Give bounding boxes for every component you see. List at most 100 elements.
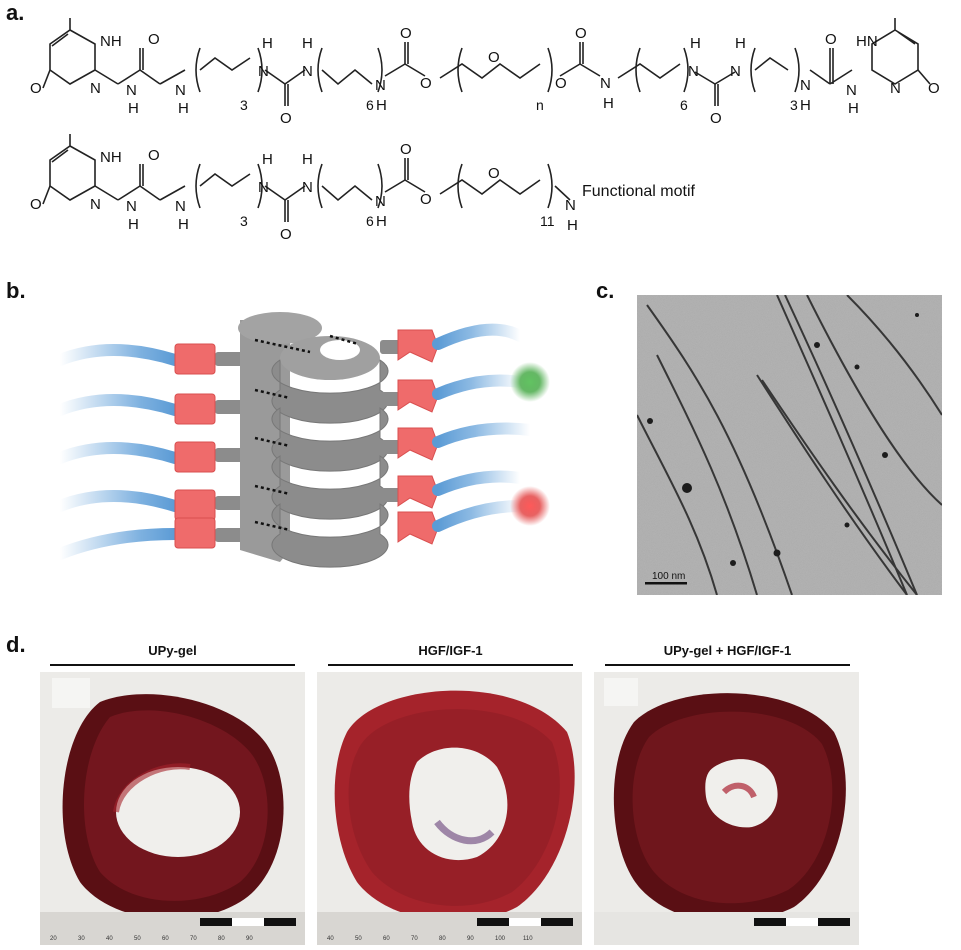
molecule-2-labels: O N NH O N H N H 3 H N O N H 6 H N O O O…: [30, 141, 695, 243]
molecule-1-labels: O N NH O N H N H 3 H N O N H 6 H N O O O…: [30, 25, 940, 127]
svg-text:110: 110: [523, 936, 533, 942]
heart-photo-upy-gel-hgf-igf1: [594, 672, 859, 945]
tem-scale-bar: [645, 582, 687, 585]
atom-label: O: [420, 75, 432, 92]
atom-label: N: [175, 82, 186, 99]
panel-label-b: b.: [6, 278, 26, 303]
svg-text:70: 70: [411, 936, 418, 942]
atom-label: H: [376, 97, 387, 114]
atom-label: N: [600, 75, 611, 92]
atom-label: O: [148, 147, 160, 164]
atom-label: H: [735, 35, 746, 52]
atom-label: O: [488, 49, 500, 66]
svg-text:80: 80: [218, 936, 225, 942]
svg-text:60: 60: [383, 936, 390, 942]
atom-label: N: [90, 196, 101, 213]
atom-label: O: [400, 25, 412, 42]
svg-text:30: 30: [78, 936, 85, 942]
atom-label: O: [488, 165, 500, 182]
tem-micrograph: [637, 295, 942, 595]
atom-label: H: [848, 100, 859, 117]
group-underline: [605, 664, 850, 666]
stacked-discs: [238, 312, 389, 568]
atom-label: H: [262, 151, 273, 168]
atom-label: H: [178, 100, 189, 117]
atom-label: O: [280, 110, 292, 127]
atom-label: H: [302, 35, 313, 52]
atom-label: H: [603, 95, 614, 112]
atom-label: H: [567, 217, 578, 234]
atom-label: O: [30, 80, 42, 97]
atom-label: H: [302, 151, 313, 168]
atom-label: O: [555, 75, 567, 92]
atom-label: H: [128, 216, 139, 233]
fibers: [637, 295, 942, 595]
atom-label: O: [710, 110, 722, 127]
svg-text:50: 50: [134, 936, 141, 942]
left-peg-chains: [54, 344, 181, 560]
subscript: 6: [366, 213, 374, 229]
functional-motif-label: Functional motif: [582, 183, 695, 200]
subscript: 3: [240, 97, 248, 113]
atom-label: N: [890, 80, 901, 97]
svg-text:90: 90: [246, 936, 253, 942]
right-upy-units: [397, 329, 439, 545]
atom-label: N: [302, 179, 313, 196]
atom-label: N: [302, 63, 313, 80]
atom-label: N: [846, 82, 857, 99]
atom-label: N: [565, 197, 576, 214]
svg-text:20: 20: [50, 936, 57, 942]
heart-photo-upy-gel: 20 30 40 50 60 70 80 90: [40, 672, 305, 945]
atom-label: H: [262, 35, 273, 52]
group-header-upy-gel-hgf-igf1: UPy-gel + HGF/IGF-1: [663, 643, 792, 658]
left-upy-units: [174, 343, 216, 549]
tem-scale-bar-label: 100 nm: [652, 571, 686, 582]
svg-text:50: 50: [355, 936, 362, 942]
atom-label: NH: [100, 33, 122, 50]
svg-text:80: 80: [439, 936, 446, 942]
svg-text:70: 70: [190, 936, 197, 942]
atom-label: O: [280, 226, 292, 243]
subscript: n: [536, 97, 544, 113]
atom-label: N: [175, 198, 186, 215]
group-header-upy-gel: UPy-gel: [148, 643, 197, 658]
red-functional-motif: [510, 486, 550, 526]
svg-text:100: 100: [495, 936, 506, 942]
atom-label: N: [258, 63, 269, 80]
subscript: 3: [240, 213, 248, 229]
atom-label: O: [30, 196, 42, 213]
svg-text:60: 60: [162, 936, 169, 942]
atom-label: NH: [100, 149, 122, 166]
subscript: 6: [680, 97, 688, 113]
supramolecular-schematic: [54, 312, 550, 568]
atom-label: O: [400, 141, 412, 158]
atom-label: N: [800, 77, 811, 94]
panel-label-d: d.: [6, 632, 26, 657]
green-functional-motif: [510, 362, 550, 402]
ruler-ticks: 40 50 60 70 80 90 100 110: [327, 936, 533, 942]
chemical-structures: O N NH O N H N H 3 H N O N H 6 H N O O O…: [30, 18, 940, 243]
atom-label: N: [375, 77, 386, 94]
atom-label: N: [688, 63, 699, 80]
ruler-ticks: 20 30 40 50 60 70 80 90: [50, 936, 253, 942]
atom-label: N: [375, 193, 386, 210]
atom-label: O: [825, 31, 837, 48]
molecule-2: [42, 134, 571, 222]
svg-text:40: 40: [327, 936, 334, 942]
panel-label-c: c.: [596, 278, 615, 303]
group-underline: [50, 664, 295, 666]
atom-label: N: [90, 80, 101, 97]
heart-photo-hgf-igf1: 40 50 60 70 80 90 100 110: [317, 672, 582, 945]
subscript: 3: [790, 97, 798, 113]
atom-label: HN: [856, 33, 878, 50]
atom-label: O: [575, 25, 587, 42]
atom-label: N: [730, 63, 741, 80]
molecule-1: [42, 18, 931, 106]
atom-label: O: [928, 80, 940, 97]
atom-label: H: [690, 35, 701, 52]
atom-label: H: [178, 216, 189, 233]
atom-label: N: [258, 179, 269, 196]
atom-label: H: [376, 213, 387, 230]
atom-label: H: [800, 97, 811, 114]
svg-text:40: 40: [106, 936, 113, 942]
